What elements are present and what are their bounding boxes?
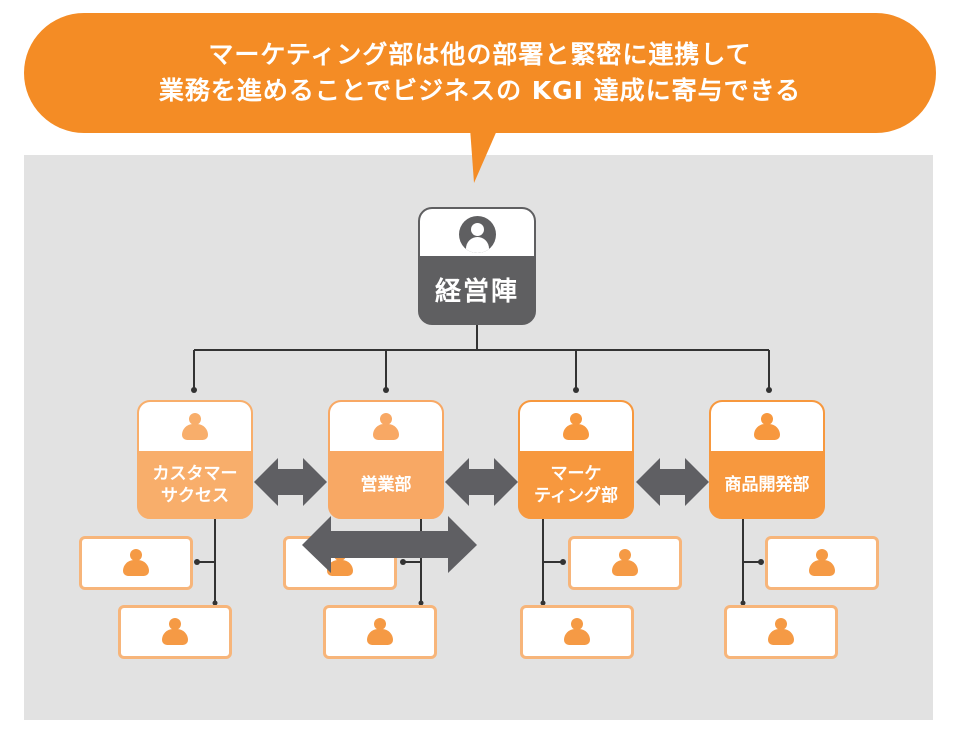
- person-icon: [564, 618, 590, 646]
- callout-line-1: マーケティング部は他の部署と緊密に連携して: [208, 40, 752, 69]
- sub-unit-box: [118, 605, 232, 659]
- executive-label: 経営陣: [434, 277, 519, 307]
- person-icon: [809, 549, 835, 577]
- person-icon: [182, 412, 208, 441]
- person-icon: [123, 549, 149, 577]
- person-icon: [768, 618, 794, 646]
- executive-box: 経営陣: [418, 207, 536, 325]
- dept-label: マーケティング部: [534, 464, 618, 506]
- double-arrow-icon: [636, 458, 709, 506]
- large-double-arrow-icon: [302, 516, 477, 573]
- dept-marketing: マーケティング部: [518, 400, 634, 519]
- dept-product-development: 商品開発部: [709, 400, 825, 519]
- sub-unit-box: [765, 536, 879, 590]
- person-icon: [367, 618, 393, 646]
- double-arrow-icon: [254, 458, 327, 506]
- person-icon: [612, 549, 638, 577]
- person-icon: [754, 412, 780, 441]
- dept-label: 営業部: [360, 475, 412, 495]
- person-icon: [373, 412, 399, 441]
- sub-unit-box: [724, 605, 838, 659]
- person-icon: [162, 618, 188, 646]
- sub-unit-box: [520, 605, 634, 659]
- callout-bubble: マーケティング部は他の部署と緊密に連携して 業務を進めることでビジネスの KGI…: [24, 13, 936, 133]
- dept-customer-success: カスタマーサクセス: [137, 400, 253, 519]
- dept-label: カスタマーサクセス: [152, 464, 238, 506]
- sub-unit-box: [79, 536, 193, 590]
- person-icon: [563, 412, 589, 441]
- sub-unit-box: [568, 536, 682, 590]
- callout-line-2: 業務を進めることでビジネスの KGI 達成に寄与できる: [158, 76, 802, 105]
- dept-sales: 営業部: [328, 400, 444, 519]
- double-arrow-icon: [445, 458, 518, 506]
- dept-label: 商品開発部: [724, 475, 810, 495]
- person-circle-icon: [458, 216, 496, 253]
- sub-unit-box: [323, 605, 437, 659]
